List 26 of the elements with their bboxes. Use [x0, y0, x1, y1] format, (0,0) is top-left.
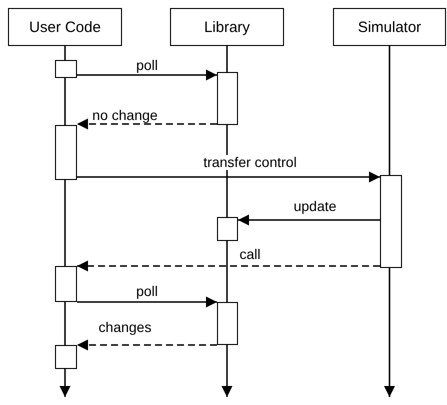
message-arrow [77, 296, 217, 308]
message-arrow [77, 340, 217, 350]
edge-label: no change [90, 108, 160, 123]
activation-bar [380, 175, 402, 268]
edge-label: call [238, 247, 262, 262]
activation-bar [55, 266, 77, 302]
participant-box: User Code [8, 8, 122, 46]
lifeline-arrow [384, 46, 395, 397]
edge-label: transfer control [201, 155, 299, 170]
activation-bar [217, 302, 238, 345]
edge-label: poll [134, 58, 160, 73]
edge-label: update [292, 199, 338, 214]
participant-box: Library [170, 8, 284, 46]
message-arrow [77, 70, 217, 80]
edge-label: changes [96, 320, 154, 335]
message-arrow [238, 214, 380, 226]
message-arrow [77, 118, 217, 130]
activation-bar [55, 125, 77, 180]
participant-box: Simulator [333, 8, 446, 46]
activation-bar [217, 217, 238, 241]
message-arrow [77, 260, 380, 272]
activation-bar [55, 60, 77, 78]
activation-bar [217, 72, 238, 125]
edge-label: poll [134, 284, 160, 299]
message-arrow [77, 172, 380, 182]
activation-bar [55, 345, 77, 369]
